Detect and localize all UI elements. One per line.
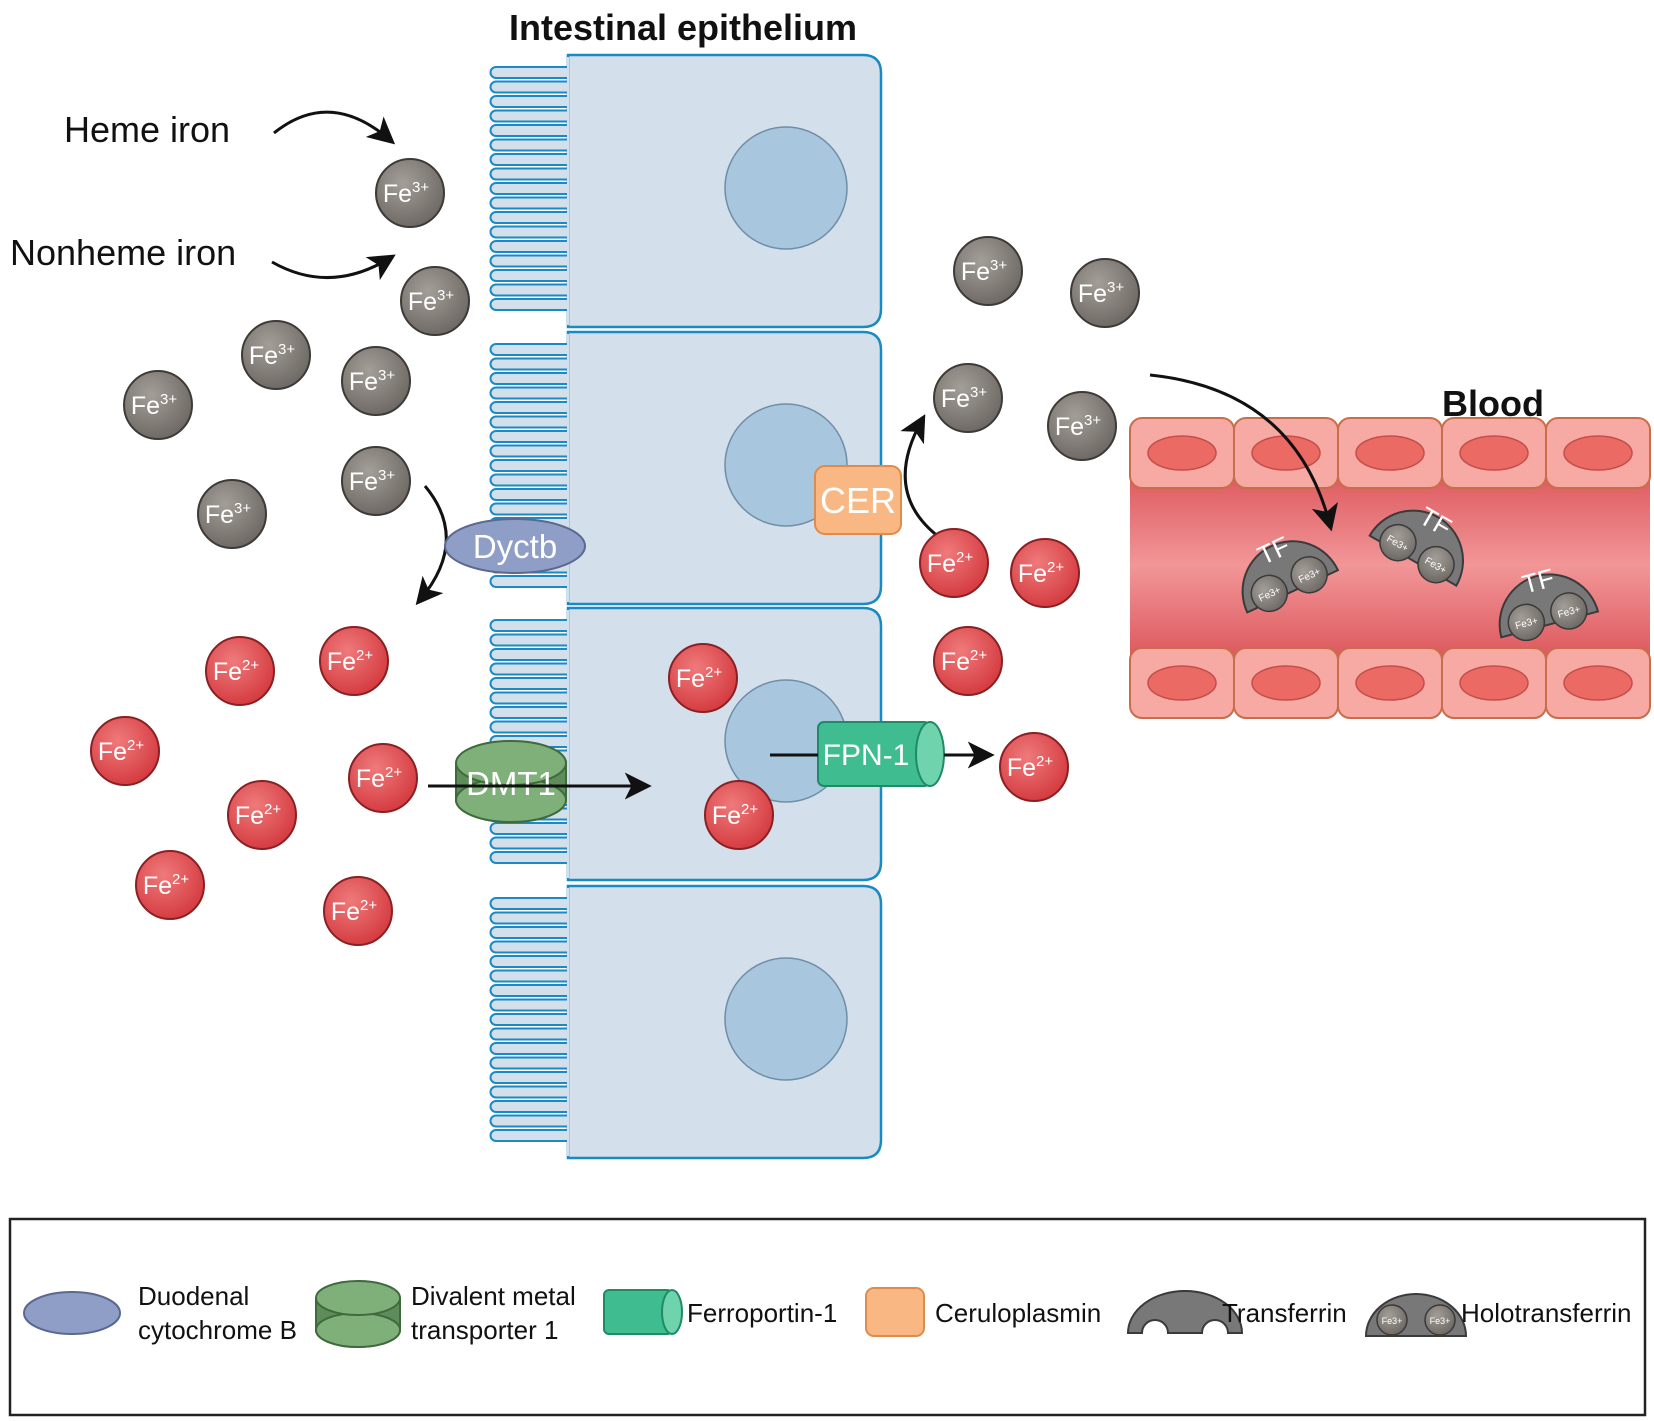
endothelial-cell [1441,417,1547,489]
microvilli [489,66,568,311]
legend-dyctb-line1: Duodenal [138,1281,249,1311]
epithelial-cell [489,53,883,329]
ferrous-ion: Fe2+ [205,636,275,706]
dyctb-protein: Dyctb [444,518,586,574]
svg-text:Fe3+: Fe3+ [1055,412,1102,441]
svg-text:Fe3+: Fe3+ [249,341,296,370]
legend-holo-ion-2: Fe3+ [1430,1316,1451,1326]
epithelium-title: Intestinal epithelium [509,7,857,48]
legend-dmt1-symbol [315,1280,401,1348]
endothelial-cell [1545,647,1651,719]
endothelial-cell [1441,647,1547,719]
svg-text:Fe3+: Fe3+ [1078,279,1125,308]
ferric-ion: Fe3+ [341,446,411,516]
endothelial-cell [1337,417,1443,489]
ferrous-ion: Fe2+ [668,643,738,713]
nucleus [724,957,848,1081]
ferrous-ion: Fe2+ [1010,538,1080,608]
dmt1-label: DMT1 [466,765,556,802]
legend-dmt1-line2: transporter 1 [411,1315,558,1345]
svg-text:Fe3+: Fe3+ [408,287,455,316]
endothelial-nucleus [1459,435,1529,471]
ferric-ion: Fe3+ [400,266,470,336]
endothelial-cell [1337,647,1443,719]
nonheme-iron-label: Nonheme iron [10,232,236,273]
ferric-ion: Fe3+ [1047,391,1117,461]
ferric-ion: Fe3+ [933,363,1003,433]
ferrous-ion: Fe2+ [227,780,297,850]
endothelial-cell [1233,417,1339,489]
ferrous-ion: Fe2+ [348,743,418,813]
blood-title: Blood [1442,383,1544,424]
legend-dyctb-line2: cytochrome B [138,1315,297,1345]
endothelial-nucleus [1459,665,1529,701]
dmt1-transporter: DMT1 [455,740,567,823]
endothelial-nucleus [1355,665,1425,701]
endothelial-nucleus [1563,665,1633,701]
endothelial-cell [1129,647,1235,719]
legend-dyctb-symbol [23,1291,121,1335]
ferrous-ion: Fe2+ [90,716,160,786]
legend-fpn1-label: Ferroportin-1 [687,1298,837,1328]
legend-transferrin-symbol [1126,1290,1244,1334]
ferric-ion: Fe3+ [341,346,411,416]
iron-ions: Fe3+Fe3+Fe3+Fe3+Fe3+Fe3+Fe3+Fe3+Fe3+Fe3+… [90,158,1140,946]
legend-cer-symbol [865,1287,925,1337]
legend-transferrin-label: Transferrin [1222,1298,1347,1328]
nucleus [724,126,848,250]
microvilli [489,897,568,1142]
vessel-lumen [1130,470,1650,660]
ferric-ion: Fe3+ [1070,258,1140,328]
svg-text:Fe2+: Fe2+ [213,657,260,686]
ferrous-ion: Fe2+ [919,528,989,598]
blood-vessel [1129,417,1651,719]
ferrous-ion: Fe2+ [999,732,1069,802]
legend-fpn1-symbol [603,1289,683,1335]
endothelial-nucleus [1147,665,1217,701]
cer-protein: CER [814,465,902,535]
legend-cer-label: Ceruloplasmin [935,1298,1101,1328]
ferrous-ion: Fe2+ [704,780,774,850]
blood-entry-arrow [1149,373,1338,532]
legend: Duodenal cytochrome B Divalent metal tra… [8,1217,1647,1417]
endothelial-nucleus [1251,435,1321,471]
endothelial-nucleus [1251,665,1321,701]
fpn1-label: FPN-1 [823,739,910,772]
legend-holotransferrin-symbol: Fe3+ Fe3+ [1364,1293,1468,1337]
ferric-ion: Fe3+ [375,158,445,228]
ferric-ion: Fe3+ [123,370,193,440]
ferric-ion: Fe3+ [953,236,1023,306]
oxidation-arrow [900,414,944,542]
legend-holo-ion-1: Fe3+ [1382,1316,1403,1326]
legend-holotransferrin-label: Holotransferrin [1461,1298,1632,1328]
cer-label: CER [820,480,896,521]
endothelial-nucleus [1355,435,1425,471]
dyctb-label: Dyctb [473,528,557,565]
heme-iron-label: Heme iron [64,109,230,150]
endothelial-cell [1545,417,1651,489]
svg-text:Fe3+: Fe3+ [349,367,396,396]
endothelial-cell [1233,647,1339,719]
ferric-ion: Fe3+ [197,479,267,549]
ferric-ion: Fe3+ [241,320,311,390]
reduction-arrow [415,485,448,606]
ferrous-ion: Fe2+ [319,626,389,696]
endothelial-nucleus [1563,435,1633,471]
heme-arrow [273,110,396,145]
ferrous-ion: Fe2+ [933,626,1003,696]
endothelial-nucleus [1147,435,1217,471]
endothelial-cell [1129,417,1235,489]
fpn1-transporter: FPN-1 [817,721,945,787]
legend-dmt1-line1: Divalent metal [411,1281,576,1311]
ferrous-ion: Fe2+ [135,850,205,920]
nonheme-arrow [271,254,396,281]
ferrous-ion: Fe2+ [323,876,393,946]
epithelial-cells [489,53,883,1160]
epithelial-cell [489,884,883,1160]
